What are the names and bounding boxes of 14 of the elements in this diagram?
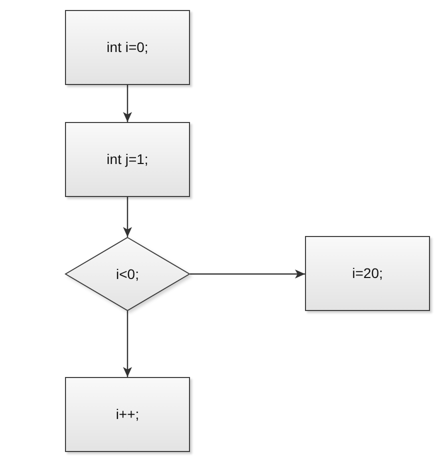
condition-text: i<0;: [116, 266, 139, 282]
statement-text: int i=0;: [106, 39, 148, 56]
arrow: [123, 311, 132, 377]
process-box: [305, 236, 430, 311]
arrow: [190, 270, 305, 278]
arrow: [123, 197, 132, 237]
statement-text: i=20;: [352, 265, 383, 282]
process-box: [65, 122, 190, 197]
arrow: [123, 85, 132, 122]
statement-text: int j=1;: [106, 151, 148, 168]
statement-text: i++;: [116, 406, 140, 423]
decision-diamond: [65, 237, 190, 311]
process-box: [65, 10, 190, 85]
process-box: [65, 377, 190, 452]
